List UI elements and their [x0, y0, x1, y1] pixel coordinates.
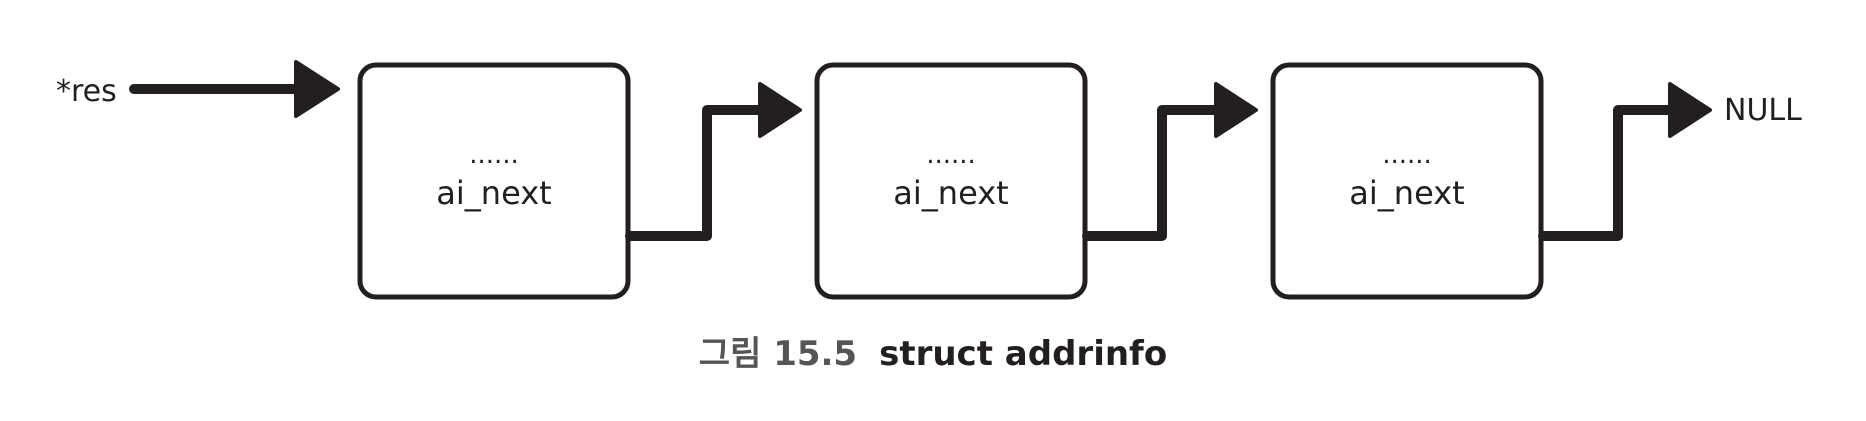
next-pointer-arrow-3	[1538, 82, 1712, 241]
node-field-label: ai_next	[893, 174, 1008, 212]
node-placeholder-dots: ......	[926, 140, 976, 170]
head-pointer-label: *res	[56, 74, 117, 109]
list-node-3: ...... ai_next	[1270, 62, 1544, 300]
figure-title: struct addrinfo	[879, 334, 1167, 374]
list-node-2: ...... ai_next	[814, 62, 1088, 300]
next-pointer-arrow-1	[625, 82, 802, 241]
node-placeholder-dots: ......	[1382, 140, 1432, 170]
null-terminator-label: NULL	[1724, 93, 1802, 128]
node-box	[814, 62, 1088, 300]
node-field-label: ai_next	[436, 174, 551, 212]
list-node-1: ...... ai_next	[357, 62, 631, 300]
node-box	[1270, 62, 1544, 300]
node-placeholder-dots: ......	[469, 140, 519, 170]
node-field-label: ai_next	[1349, 174, 1464, 212]
next-pointer-arrow-2	[1082, 82, 1258, 241]
figure-caption: 그림 15.5 struct addrinfo	[699, 334, 1167, 374]
node-box	[357, 62, 631, 300]
head-arrow	[129, 60, 340, 118]
figure-number: 그림 15.5	[699, 334, 857, 374]
